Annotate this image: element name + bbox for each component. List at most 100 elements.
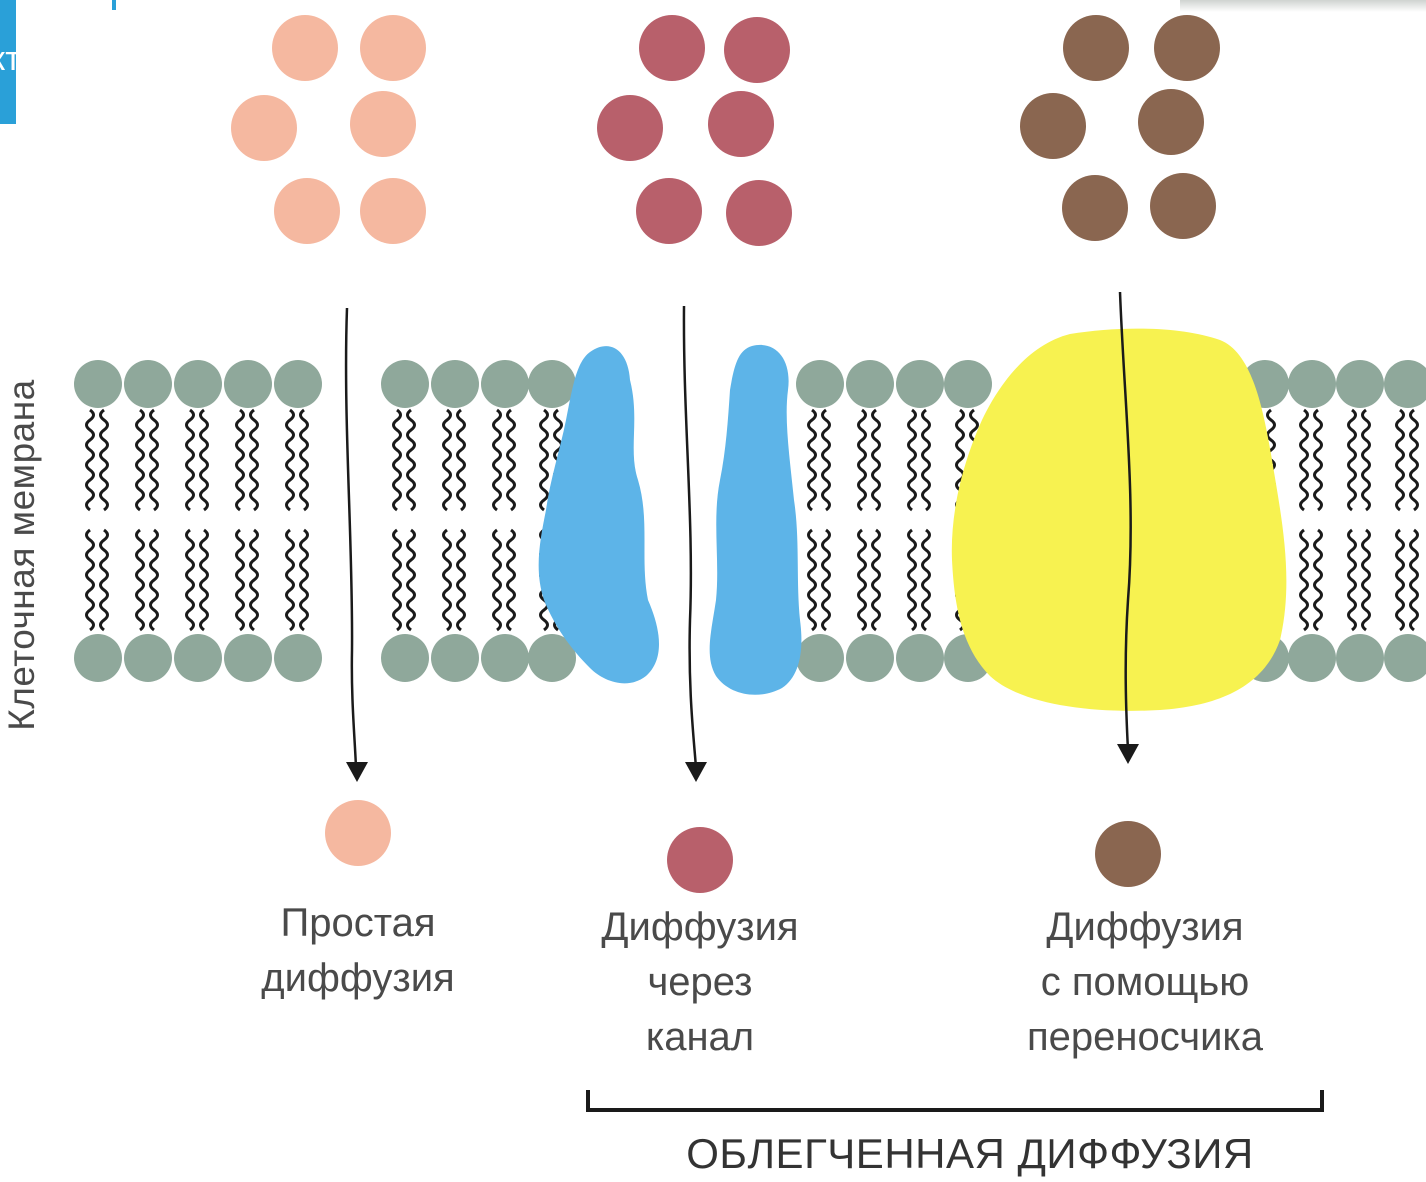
lipid-tail: [237, 530, 244, 630]
lipid-head-top: [1336, 360, 1384, 408]
lipid-head-bottom: [174, 634, 222, 682]
lipid-tail: [873, 410, 880, 510]
lipid-tail: [187, 410, 194, 510]
lipid-head-top: [528, 360, 576, 408]
facilitated-diffusion-label: ОБЛЕГЧЕННАЯ ДИФФУЗИЯ: [686, 1130, 1253, 1178]
lipid-tail: [1411, 410, 1418, 510]
arrow-channel-diffusion: [684, 306, 696, 768]
lipid-head-bottom: [896, 634, 944, 682]
molecule-simple: [360, 15, 426, 81]
molecule-carrier: [1150, 173, 1216, 239]
lipid-tail: [458, 530, 465, 630]
molecule-channel: [597, 95, 663, 161]
lipid-head-bottom: [481, 634, 529, 682]
lipid-tail: [1315, 530, 1322, 630]
lipid-head-bottom: [74, 634, 122, 682]
lipid-tail: [909, 530, 916, 630]
lipid-tail: [1301, 410, 1308, 510]
caption-channel-line-2: через: [570, 955, 830, 1010]
lipid-tail: [1349, 530, 1356, 630]
lipid-tail: [1411, 530, 1418, 630]
lipid-head-top: [944, 360, 992, 408]
lipid-head-bottom: [274, 634, 322, 682]
lipid-tail: [201, 530, 208, 630]
arrowhead-simple: [346, 762, 368, 782]
lipid-head-bottom: [1288, 634, 1336, 682]
lipid-head-bottom: [224, 634, 272, 682]
lipid-tail: [137, 530, 144, 630]
molecule-carrier: [1138, 89, 1204, 155]
channel-protein-right-half: [710, 345, 802, 695]
lipid-tail: [87, 530, 94, 630]
lipid-tail: [1397, 530, 1404, 630]
lipid-head-bottom: [796, 634, 844, 682]
molecule-channel: [708, 91, 774, 157]
molecule-simple: [360, 178, 426, 244]
molecule-carrier: [1062, 175, 1128, 241]
molecule-channel: [726, 180, 792, 246]
lipid-head-top: [1384, 360, 1426, 408]
lipid-head-bottom: [431, 634, 479, 682]
lipid-head-bottom: [1336, 634, 1384, 682]
lipid-head-top: [481, 360, 529, 408]
lipid-tail: [508, 530, 515, 630]
lipid-tail: [151, 530, 158, 630]
lipid-tail: [1363, 530, 1370, 630]
lipid-tail: [809, 530, 816, 630]
membrane-label: Клеточная мемрана: [1, 379, 43, 731]
caption-carrier-line-1: Диффузия: [990, 900, 1300, 955]
molecule-carrier: [1154, 15, 1220, 81]
lipid-tail: [301, 530, 308, 630]
caption-carrier-line-3: переносчика: [990, 1010, 1300, 1065]
lipid-head-bottom: [124, 634, 172, 682]
lipid-head-top: [74, 360, 122, 408]
lipid-tail: [859, 530, 866, 630]
caption-channel-diffusion: Диффузия через канал: [570, 900, 830, 1065]
lipid-tail: [541, 410, 548, 510]
molecule-carrier: [1063, 15, 1129, 81]
lipid-tail: [187, 530, 194, 630]
molecule-simple: [274, 178, 340, 244]
lipid-tail: [923, 410, 930, 510]
lipid-head-top: [796, 360, 844, 408]
lipid-head-top: [431, 360, 479, 408]
lipid-tail: [151, 410, 158, 510]
facilitated-diffusion-bracket: [588, 1090, 1322, 1110]
lipid-tail: [408, 410, 415, 510]
lipid-tail: [137, 410, 144, 510]
lipid-tail: [237, 410, 244, 510]
lipid-tail: [494, 410, 501, 510]
caption-carrier-line-2: с помощью: [990, 955, 1300, 1010]
lipid-head-top: [274, 360, 322, 408]
caption-channel-line-3: канал: [570, 1010, 830, 1065]
molecule-channel: [724, 17, 790, 83]
molecule-simple-transported: [325, 800, 391, 866]
lipid-tail: [287, 410, 294, 510]
lipid-tail: [1363, 410, 1370, 510]
molecule-simple: [350, 91, 416, 157]
lipid-tail: [909, 410, 916, 510]
lipid-head-top: [381, 360, 429, 408]
lipid-tail: [859, 410, 866, 510]
lipid-head-bottom: [381, 634, 429, 682]
lipid-tail: [494, 530, 501, 630]
arrowhead-channel: [685, 762, 707, 782]
lipid-tail: [508, 410, 515, 510]
arrowhead-carrier: [1117, 744, 1139, 764]
channel-protein: [539, 345, 802, 695]
lipid-head-top: [124, 360, 172, 408]
molecule-simple: [272, 15, 338, 81]
lipid-tail: [394, 530, 401, 630]
lipid-tail: [287, 530, 294, 630]
caption-simple-line-2: диффузия: [238, 951, 478, 1006]
lipid-head-top: [174, 360, 222, 408]
caption-carrier-diffusion: Диффузия с помощью переносчика: [990, 900, 1300, 1065]
lipid-head-top: [846, 360, 894, 408]
lipid-tail: [201, 410, 208, 510]
lipid-head-top: [896, 360, 944, 408]
lipid-head-bottom: [846, 634, 894, 682]
lipid-tail: [251, 410, 258, 510]
lipid-tail: [823, 530, 830, 630]
lipid-tail: [444, 530, 451, 630]
lipid-head-bottom: [1384, 634, 1426, 682]
